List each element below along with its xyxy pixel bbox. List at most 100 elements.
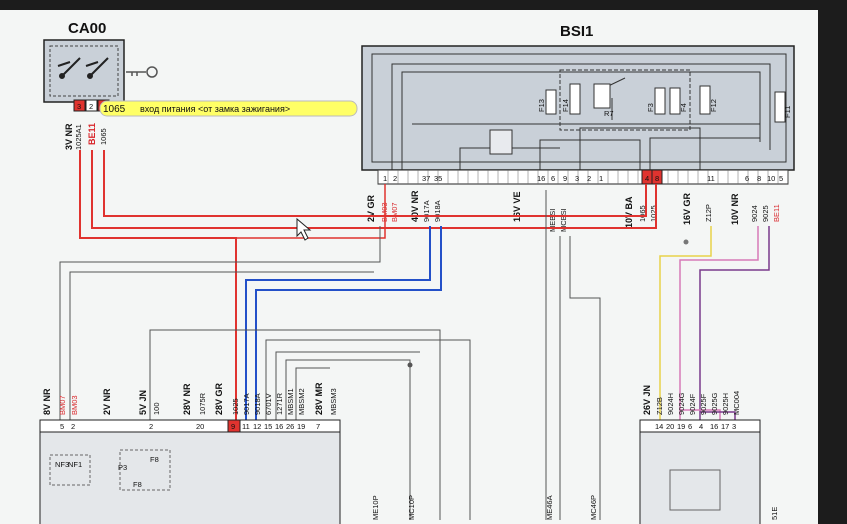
- tooltip-id: 1065: [103, 104, 126, 115]
- ca00-pin-label: 2: [89, 102, 93, 111]
- fuse-label: F13: [537, 99, 546, 112]
- bottom-wire-label: MBSM1: [286, 388, 295, 415]
- bottom-wire-label: 9018A: [253, 393, 262, 415]
- bsi1-pin-label: 5: [779, 174, 783, 183]
- bsi1-pin-label: 10: [767, 174, 775, 183]
- ca00-wire-label: 1025A1: [74, 124, 83, 150]
- bsi1-wire-label: 16V VE: [512, 191, 522, 222]
- bsi1-pin-label: 3: [575, 174, 579, 183]
- bottom-right-wire-label: Z12B: [655, 397, 664, 415]
- bsi1-pin-label: 1: [383, 174, 387, 183]
- bottom-wire-label: MBSM2: [297, 388, 306, 415]
- bsi1-wire-label: 9024: [750, 205, 759, 222]
- fuse-label: F14: [561, 99, 570, 112]
- switch-contact-icon: [57, 57, 109, 79]
- bottom-pin-label: 5: [60, 422, 64, 431]
- bottom-right-pin-strip: [639, 419, 761, 433]
- bottom-wire-label: 6701V: [264, 393, 273, 415]
- bsi1-pin-label: 16: [537, 174, 545, 183]
- fuse-label: F12: [709, 99, 718, 112]
- grey-wires: [59, 190, 601, 520]
- ca00-inner: [49, 45, 119, 97]
- bottom-right-title: 26V JN: [642, 385, 652, 415]
- fuse-label: F4: [679, 103, 688, 112]
- bsi1-wire-label: 9018A: [433, 200, 442, 222]
- bsi1-internal-traces: [391, 63, 771, 170]
- bottom-wire-label: 28V MR: [314, 382, 324, 415]
- red-wires: [79, 150, 657, 420]
- bsi1-pin-label: 4: [645, 174, 649, 183]
- bsi1-fuses: [545, 83, 786, 123]
- bottom-pin-label: 12: [253, 422, 261, 431]
- ca00-wire-label: 3V NR: [64, 123, 74, 150]
- frame-top: [0, 0, 847, 10]
- wire-tooltip: 1065 вход питания <от замка зажигания>: [99, 100, 358, 117]
- bsi1-pin-label: 11: [707, 174, 715, 183]
- bottom-pin-label: 20: [196, 422, 204, 431]
- bsi1-wire-label: BE11: [772, 204, 781, 222]
- bottom-wire-label: 28V NR: [182, 383, 192, 415]
- frame-right: [818, 0, 847, 524]
- bsi1-wire-label: MEBSI: [548, 209, 557, 232]
- bsi1-wire-label: 10V BA: [624, 196, 634, 228]
- bottom-pin-label: 15: [264, 422, 272, 431]
- bottom-pin-label: 7: [316, 422, 320, 431]
- bsi1-wire-label: 1025: [649, 205, 658, 222]
- ca00-pin-2: [85, 99, 98, 112]
- ground-label: MC46P: [589, 495, 598, 520]
- bottom-pin-label: 9: [231, 422, 235, 431]
- blue-wires: [245, 226, 442, 420]
- ca00-title: CA00: [68, 20, 106, 37]
- bottom-wire-label: 1025: [231, 398, 240, 415]
- ca00-wire-label: 1065: [99, 128, 108, 145]
- bottom-wire-label: BM03: [70, 395, 79, 415]
- bottom-right-wire-label: MC004: [732, 391, 741, 415]
- fuse-label: F3: [646, 103, 655, 112]
- bsi1-chip: [489, 129, 513, 155]
- bsi1-pin-label: 8: [757, 174, 761, 183]
- bottom-pin-strip: [39, 419, 341, 433]
- bottom-wire-label: MBSM3: [329, 388, 338, 415]
- bsi1-pin-label: 37: [422, 174, 430, 183]
- bsi1-wire-label: Z12P: [704, 204, 713, 222]
- bsi1-wire-label: 9025: [761, 205, 770, 222]
- bottom-wire-label: 9017A: [242, 393, 251, 415]
- ca00-wire-label: BE11: [87, 123, 97, 145]
- box-label: NF3: [55, 460, 69, 469]
- bottom-right-pin-label: 17: [721, 422, 729, 431]
- ground-label: ME46A: [545, 495, 554, 520]
- bsi1-pin-label: 2: [587, 174, 591, 183]
- bottom-pin-label: 2: [71, 422, 75, 431]
- ca00-body: [43, 39, 125, 103]
- tooltip-text: вход питания <от замка зажигания>: [140, 104, 290, 114]
- bsi1-pin-label: 2: [393, 174, 397, 183]
- box-label: NF1: [68, 460, 82, 469]
- bsi1-wire-label: 16V GR: [682, 192, 692, 225]
- bottom-pin-9-highlight: [227, 419, 241, 433]
- bottom-right-wire-label: 9024H: [666, 393, 675, 415]
- bottom-wire-label: 2V NR: [102, 388, 112, 415]
- bsi1-inner: [371, 53, 787, 163]
- box-label: F8: [133, 480, 142, 489]
- internal-box: [119, 449, 171, 491]
- mouse-cursor-icon: [296, 217, 312, 241]
- bottom-wire-label: 8V NR: [42, 388, 52, 415]
- bsi1-wire-label: 40V NR: [410, 190, 420, 222]
- bottom-right-wire-label: 9024F: [688, 393, 697, 415]
- bsi1-pin-label: 6: [551, 174, 555, 183]
- bsi1-pin-cells: [377, 170, 789, 184]
- bsi1-wire-label: 9017A: [422, 200, 431, 222]
- bottom-wire-label: 5V JN: [138, 390, 148, 415]
- bottom-pin-label: 16: [275, 422, 283, 431]
- colored-wires: [659, 226, 770, 420]
- bottom-wire-label: 1271R: [275, 392, 284, 415]
- ground-label: 51E: [770, 507, 779, 520]
- bsi1-wire-label: 10V NR: [730, 193, 740, 225]
- bsi1-pin-label: 1: [599, 174, 603, 183]
- ca00-pin-label: 3: [77, 102, 81, 111]
- bottom-pin-label: 2: [149, 422, 153, 431]
- bottom-right-pin-label: 20: [666, 422, 674, 431]
- splice-dot: [407, 362, 413, 368]
- ground-label: ME10P: [371, 495, 380, 520]
